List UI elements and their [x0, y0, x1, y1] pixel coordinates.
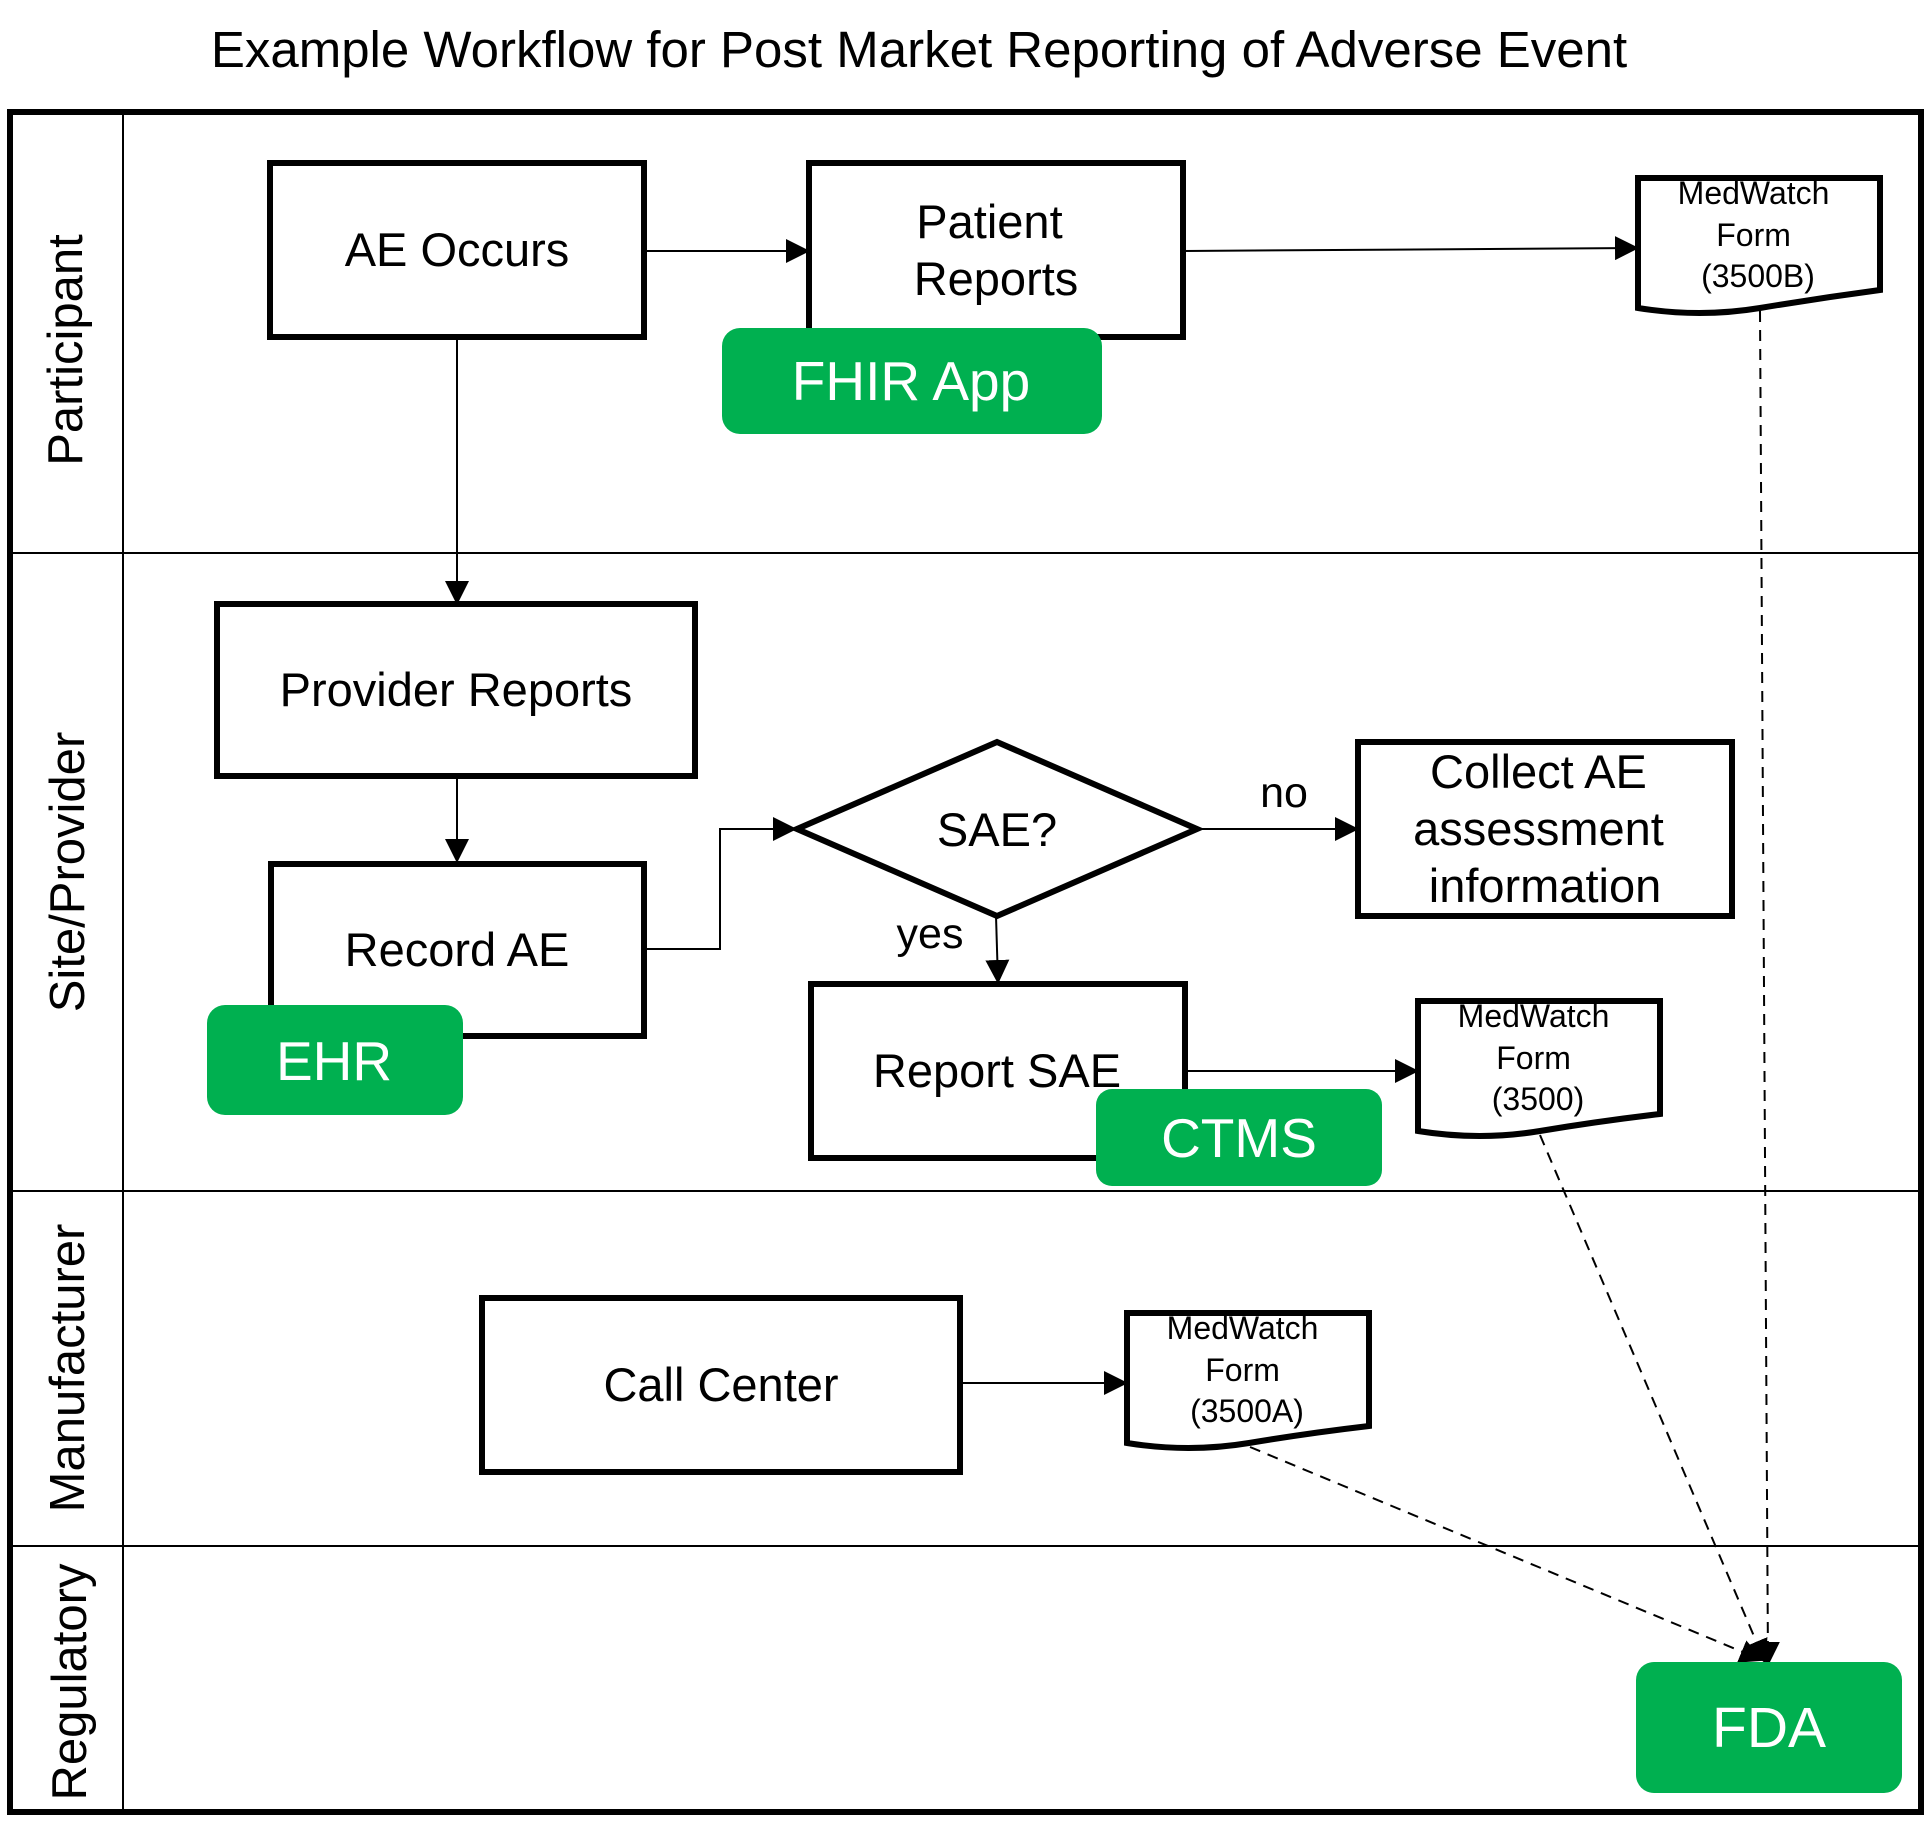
document-form-3500: MedWatch Form (3500) [1415, 998, 1663, 1139]
tag-ehr: EHR [207, 1005, 463, 1115]
node-record-ae-label: Record AE [345, 923, 570, 976]
decision-sae-label: SAE? [937, 803, 1057, 856]
form-3500b-label: MedWatch Form (3500B) [1678, 175, 1839, 294]
edge-form-3500a-to-fda [1249, 1446, 1764, 1663]
node-provider-reports: Provider Reports [214, 601, 698, 779]
tag-fhir-app: FHIR App [722, 328, 1102, 434]
swimlane-pool [7, 109, 1924, 1815]
lane-label-site-provider: Site/Provider [41, 732, 95, 1013]
tag-ehr-label: EHR [276, 1030, 392, 1092]
node-patient-reports: Patient Reports [806, 160, 1186, 340]
node-fda-label: FDA [1712, 1696, 1826, 1760]
node-call-center-label: Call Center [603, 1358, 838, 1411]
node-collect-ae: Collect AE assessment information [1355, 739, 1735, 919]
edge-form-3500b-to-fda [1755, 310, 1780, 1666]
edge-sae-to-report-sae [985, 915, 1010, 984]
node-patient-reports-label: Patient Reports [914, 195, 1079, 305]
lane-label-manufacturer: Manufacturer [41, 1224, 95, 1513]
edge-record-ae-to-sae-decision [645, 817, 797, 950]
edge-label-no: no [1260, 769, 1308, 817]
edge-label-yes: yes [897, 910, 964, 958]
tag-fhir-app-label: FHIR App [792, 350, 1030, 412]
node-call-center: Call Center [479, 1295, 963, 1475]
node-collect-ae-label: Collect AE assessment information [1413, 745, 1677, 912]
lane-label-participant: Participant [39, 234, 93, 466]
node-fda: FDA [1636, 1662, 1902, 1793]
node-report-sae-label: Report SAE [873, 1044, 1121, 1097]
lane-label-regulatory: Regulatory [43, 1563, 97, 1800]
tag-ctms: CTMS [1096, 1089, 1382, 1186]
edge-patient-reports-to-form-3500b [1183, 236, 1639, 261]
node-provider-reports-label: Provider Reports [280, 663, 633, 716]
document-form-3500a: MedWatch Form (3500A) [1124, 1310, 1372, 1451]
form-3500a-label: MedWatch Form (3500A) [1167, 1310, 1328, 1429]
form-3500-label: MedWatch Form (3500) [1458, 998, 1619, 1117]
tag-ctms-label: CTMS [1161, 1107, 1317, 1169]
document-form-3500b: MedWatch Form (3500B) [1635, 175, 1883, 316]
edge-form-3500-to-fda [1539, 1134, 1768, 1664]
decision-sae[interactable]: SAE? [789, 738, 1205, 920]
diagram-title: Example Workflow for Post Market Reporti… [211, 21, 1627, 78]
node-ae-occurs: AE Occurs [267, 160, 647, 340]
node-ae-occurs-label: AE Occurs [345, 223, 570, 276]
